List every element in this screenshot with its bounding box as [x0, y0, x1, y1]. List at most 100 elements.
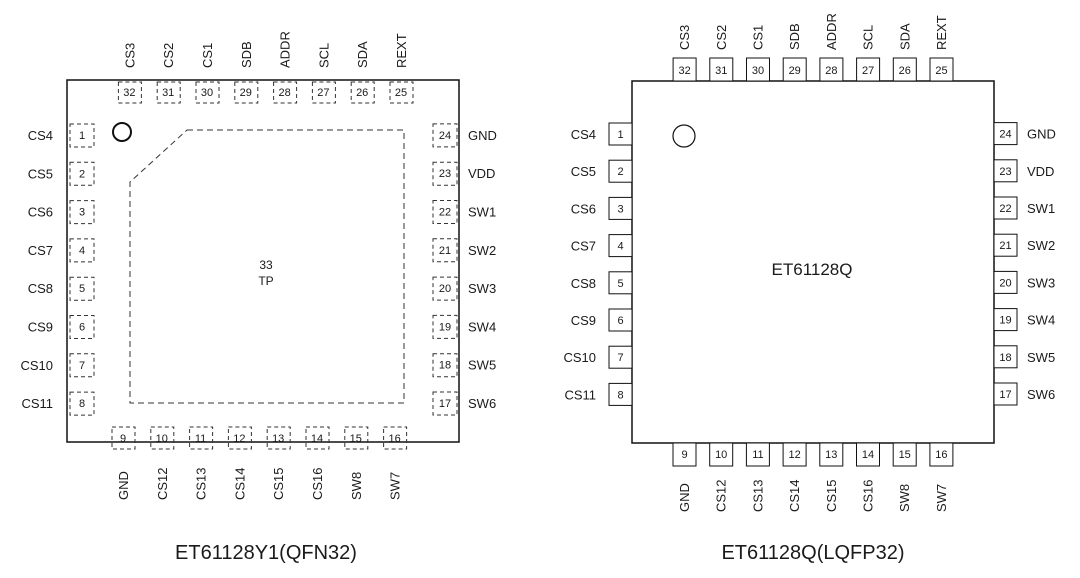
pin-name: CS3: [677, 25, 692, 50]
pin-name: SW1: [1027, 201, 1055, 216]
pin1-indicator: [112, 122, 132, 142]
pin-name: GND: [1027, 127, 1056, 142]
pin-number: 27: [862, 65, 874, 77]
pin-lead: [856, 442, 880, 467]
pin-number: 25: [395, 87, 407, 99]
pin-number: 6: [617, 315, 623, 327]
pin-number: 20: [439, 283, 451, 295]
pin-name: VDD: [1027, 164, 1054, 179]
pin-number: 12: [233, 433, 245, 445]
pin-pad: [69, 353, 95, 378]
pin-number: 16: [388, 433, 400, 445]
pin-number: 17: [999, 389, 1011, 401]
pin-number: 13: [825, 449, 837, 461]
pin-pad: [111, 426, 136, 450]
pin-name: SW2: [1027, 238, 1055, 253]
pin-name: SW5: [468, 358, 496, 373]
pin-number: 26: [899, 65, 911, 77]
pin-name: SCL: [861, 25, 876, 50]
pin-name: ADDR: [824, 13, 839, 50]
pin-name: SW3: [468, 281, 496, 296]
pin-number: 22: [999, 203, 1011, 215]
pin-lead: [608, 159, 633, 183]
pin-name: CS10: [563, 350, 596, 365]
thermal-pad-number: 33: [259, 258, 273, 272]
pin-number: 5: [617, 278, 623, 290]
pin-name: CS15: [271, 467, 286, 500]
pin-pad: [350, 81, 375, 104]
pin-pad: [150, 426, 175, 450]
pin-number: 8: [617, 389, 623, 401]
pin-number: 2: [79, 168, 85, 180]
pin-number: 19: [439, 321, 451, 333]
pin-number: 4: [617, 241, 623, 253]
pin-name: SW7: [934, 484, 949, 512]
pin-lead: [608, 345, 633, 369]
pin-name: CS16: [861, 479, 876, 512]
pin-number: 20: [999, 277, 1011, 289]
pin-lead: [782, 442, 807, 467]
pin-name: VDD: [468, 166, 495, 181]
pin-lead: [993, 270, 1018, 294]
pin-name: CS11: [564, 387, 596, 402]
pin-number: 15: [899, 449, 911, 461]
pin-pad: [432, 123, 458, 148]
pin-lead: [672, 57, 697, 82]
pin-name: CS9: [28, 320, 53, 335]
pin-pad: [69, 161, 95, 186]
pin-number: 28: [825, 65, 837, 77]
pin-number: 30: [201, 87, 213, 99]
pin-name: CS9: [571, 313, 596, 328]
pin-pad: [432, 161, 458, 186]
pin-pad: [432, 391, 458, 416]
pin-pad: [311, 81, 336, 104]
pin-pad: [69, 238, 95, 263]
pin-name: SW8: [349, 472, 364, 500]
thermal-pad-outline: [129, 129, 405, 404]
pin-pad: [432, 353, 458, 378]
pin-number: 19: [999, 315, 1011, 327]
lqfp32-package: ET61128Q 1CS42CS53CS64CS75CS86CS97CS108C…: [563, 13, 1055, 564]
pin-name: SW5: [1027, 350, 1055, 365]
pin-name: CS5: [28, 166, 53, 181]
pin-number: 4: [79, 245, 85, 257]
pin-number: 16: [935, 449, 947, 461]
pin-pad: [432, 200, 458, 224]
pin-number: 11: [195, 433, 206, 445]
pin-number: 3: [79, 207, 85, 219]
pin-number: 1: [617, 129, 623, 141]
pin-number: 26: [356, 87, 368, 99]
pin-pad: [117, 81, 142, 104]
pin-lead: [993, 196, 1018, 220]
pin-name: SW6: [1027, 387, 1055, 402]
pin-lead: [929, 442, 954, 467]
pin-number: 8: [79, 398, 85, 410]
pin-name: CS8: [571, 276, 596, 291]
pin-name: ADDR: [278, 31, 293, 68]
pin-name: CS13: [194, 467, 209, 500]
pin-lead: [892, 442, 917, 467]
pin-number: 32: [678, 65, 690, 77]
pin-lead: [993, 382, 1018, 406]
pin-number: 17: [439, 398, 451, 410]
pin-name: CS14: [787, 479, 802, 512]
pin-pad: [383, 426, 408, 450]
pin-name: CS3: [122, 43, 137, 68]
pin-lead: [993, 345, 1018, 369]
pin-lead: [672, 442, 697, 467]
pin-pad: [69, 276, 95, 301]
pin-name: SW6: [468, 396, 496, 411]
pin-number: 22: [439, 207, 451, 219]
lqfp-caption: ET61128Q(LQFP32): [721, 542, 904, 564]
pin-number: 21: [439, 245, 451, 257]
pin1-indicator: [672, 124, 696, 148]
pin-lead: [993, 233, 1018, 257]
pin-name: CS12: [155, 467, 170, 500]
pin-pad: [305, 426, 330, 450]
pin-number: 10: [715, 449, 727, 461]
pin-name: REXT: [934, 15, 949, 50]
lqfp-body: [631, 80, 995, 444]
pin-lead: [608, 271, 633, 295]
pin-lead: [608, 122, 633, 146]
